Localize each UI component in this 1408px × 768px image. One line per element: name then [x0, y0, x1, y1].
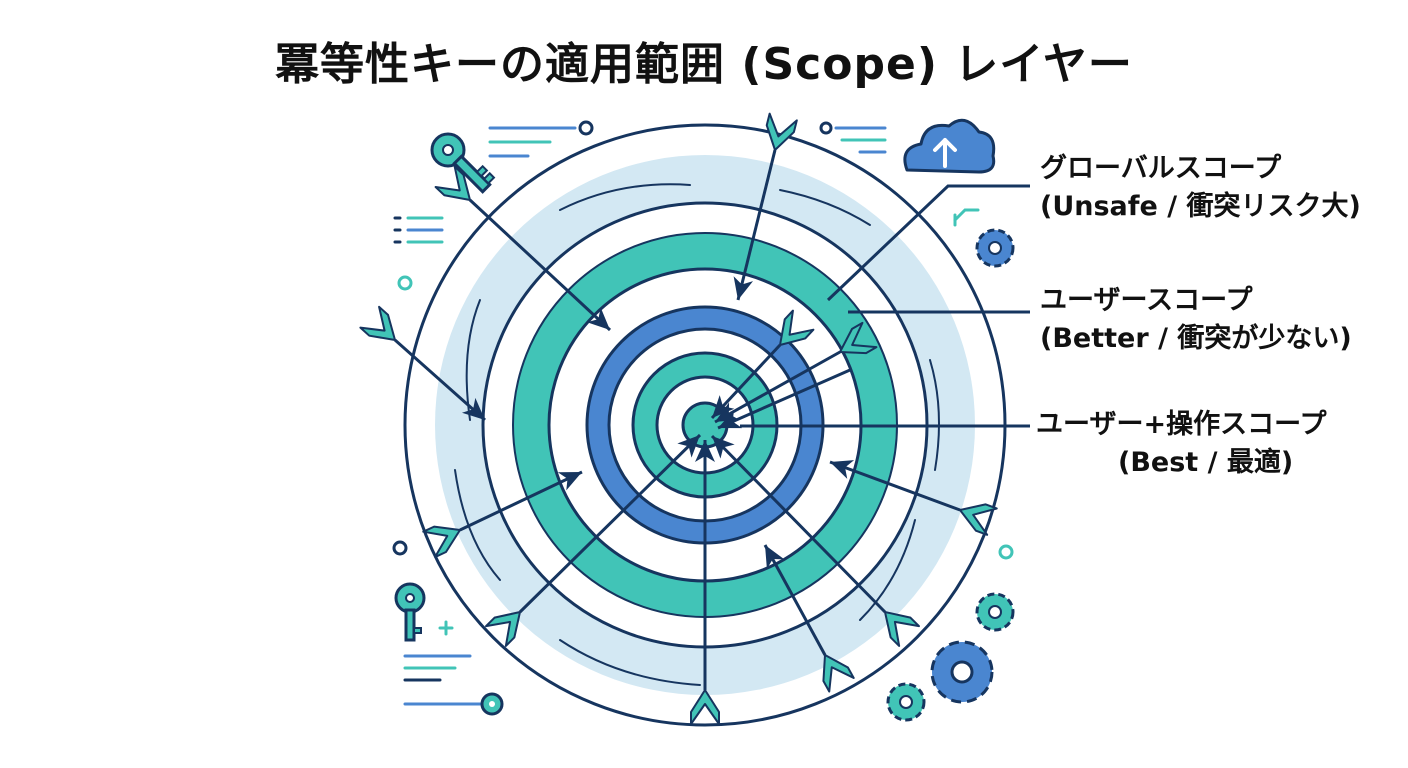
leader-lines [740, 184, 1030, 428]
sketch-arcs [454, 183, 940, 686]
user-scope-name: ユーザースコープ [1040, 285, 1253, 316]
gear-icon [930, 640, 994, 704]
label-user-op-scope: ユーザー+操作スコープ (Best / 最適) [1036, 406, 1326, 482]
line-decoration-bottom [403, 654, 504, 716]
gear-icon [886, 682, 926, 722]
user-op-scope-note: (Best / 最適) [1118, 447, 1294, 478]
gear-icon [975, 592, 1015, 632]
label-global-scope: グローバルスコープ (Unsafe / 衝突リスク大) [1040, 150, 1361, 226]
global-scope-note: (Unsafe / 衝突リスク大) [1040, 191, 1361, 222]
line-decoration-right [819, 121, 980, 227]
label-user-scope: ユーザースコープ (Better / 衝突が少ない) [1040, 282, 1352, 358]
key-icon [430, 132, 496, 194]
user-scope-note: (Better / 衝突が少ない) [1040, 323, 1352, 354]
cloud-upload-icon [903, 118, 996, 174]
plus-decoration [438, 620, 454, 636]
page-title: 冪等性キーの適用範囲 (Scope) レイヤー [275, 39, 1133, 90]
key-icon [394, 582, 426, 642]
arrows [394, 149, 961, 690]
list-decoration [393, 216, 444, 291]
leader-global [826, 184, 1030, 302]
gear-icon [975, 228, 1015, 268]
dot-decoration [998, 544, 1014, 560]
global-scope-name: グローバルスコープ [1040, 153, 1282, 184]
line-decoration [488, 120, 594, 158]
user-op-scope-name: ユーザー+操作スコープ [1036, 409, 1327, 440]
dot-decoration [392, 540, 408, 556]
